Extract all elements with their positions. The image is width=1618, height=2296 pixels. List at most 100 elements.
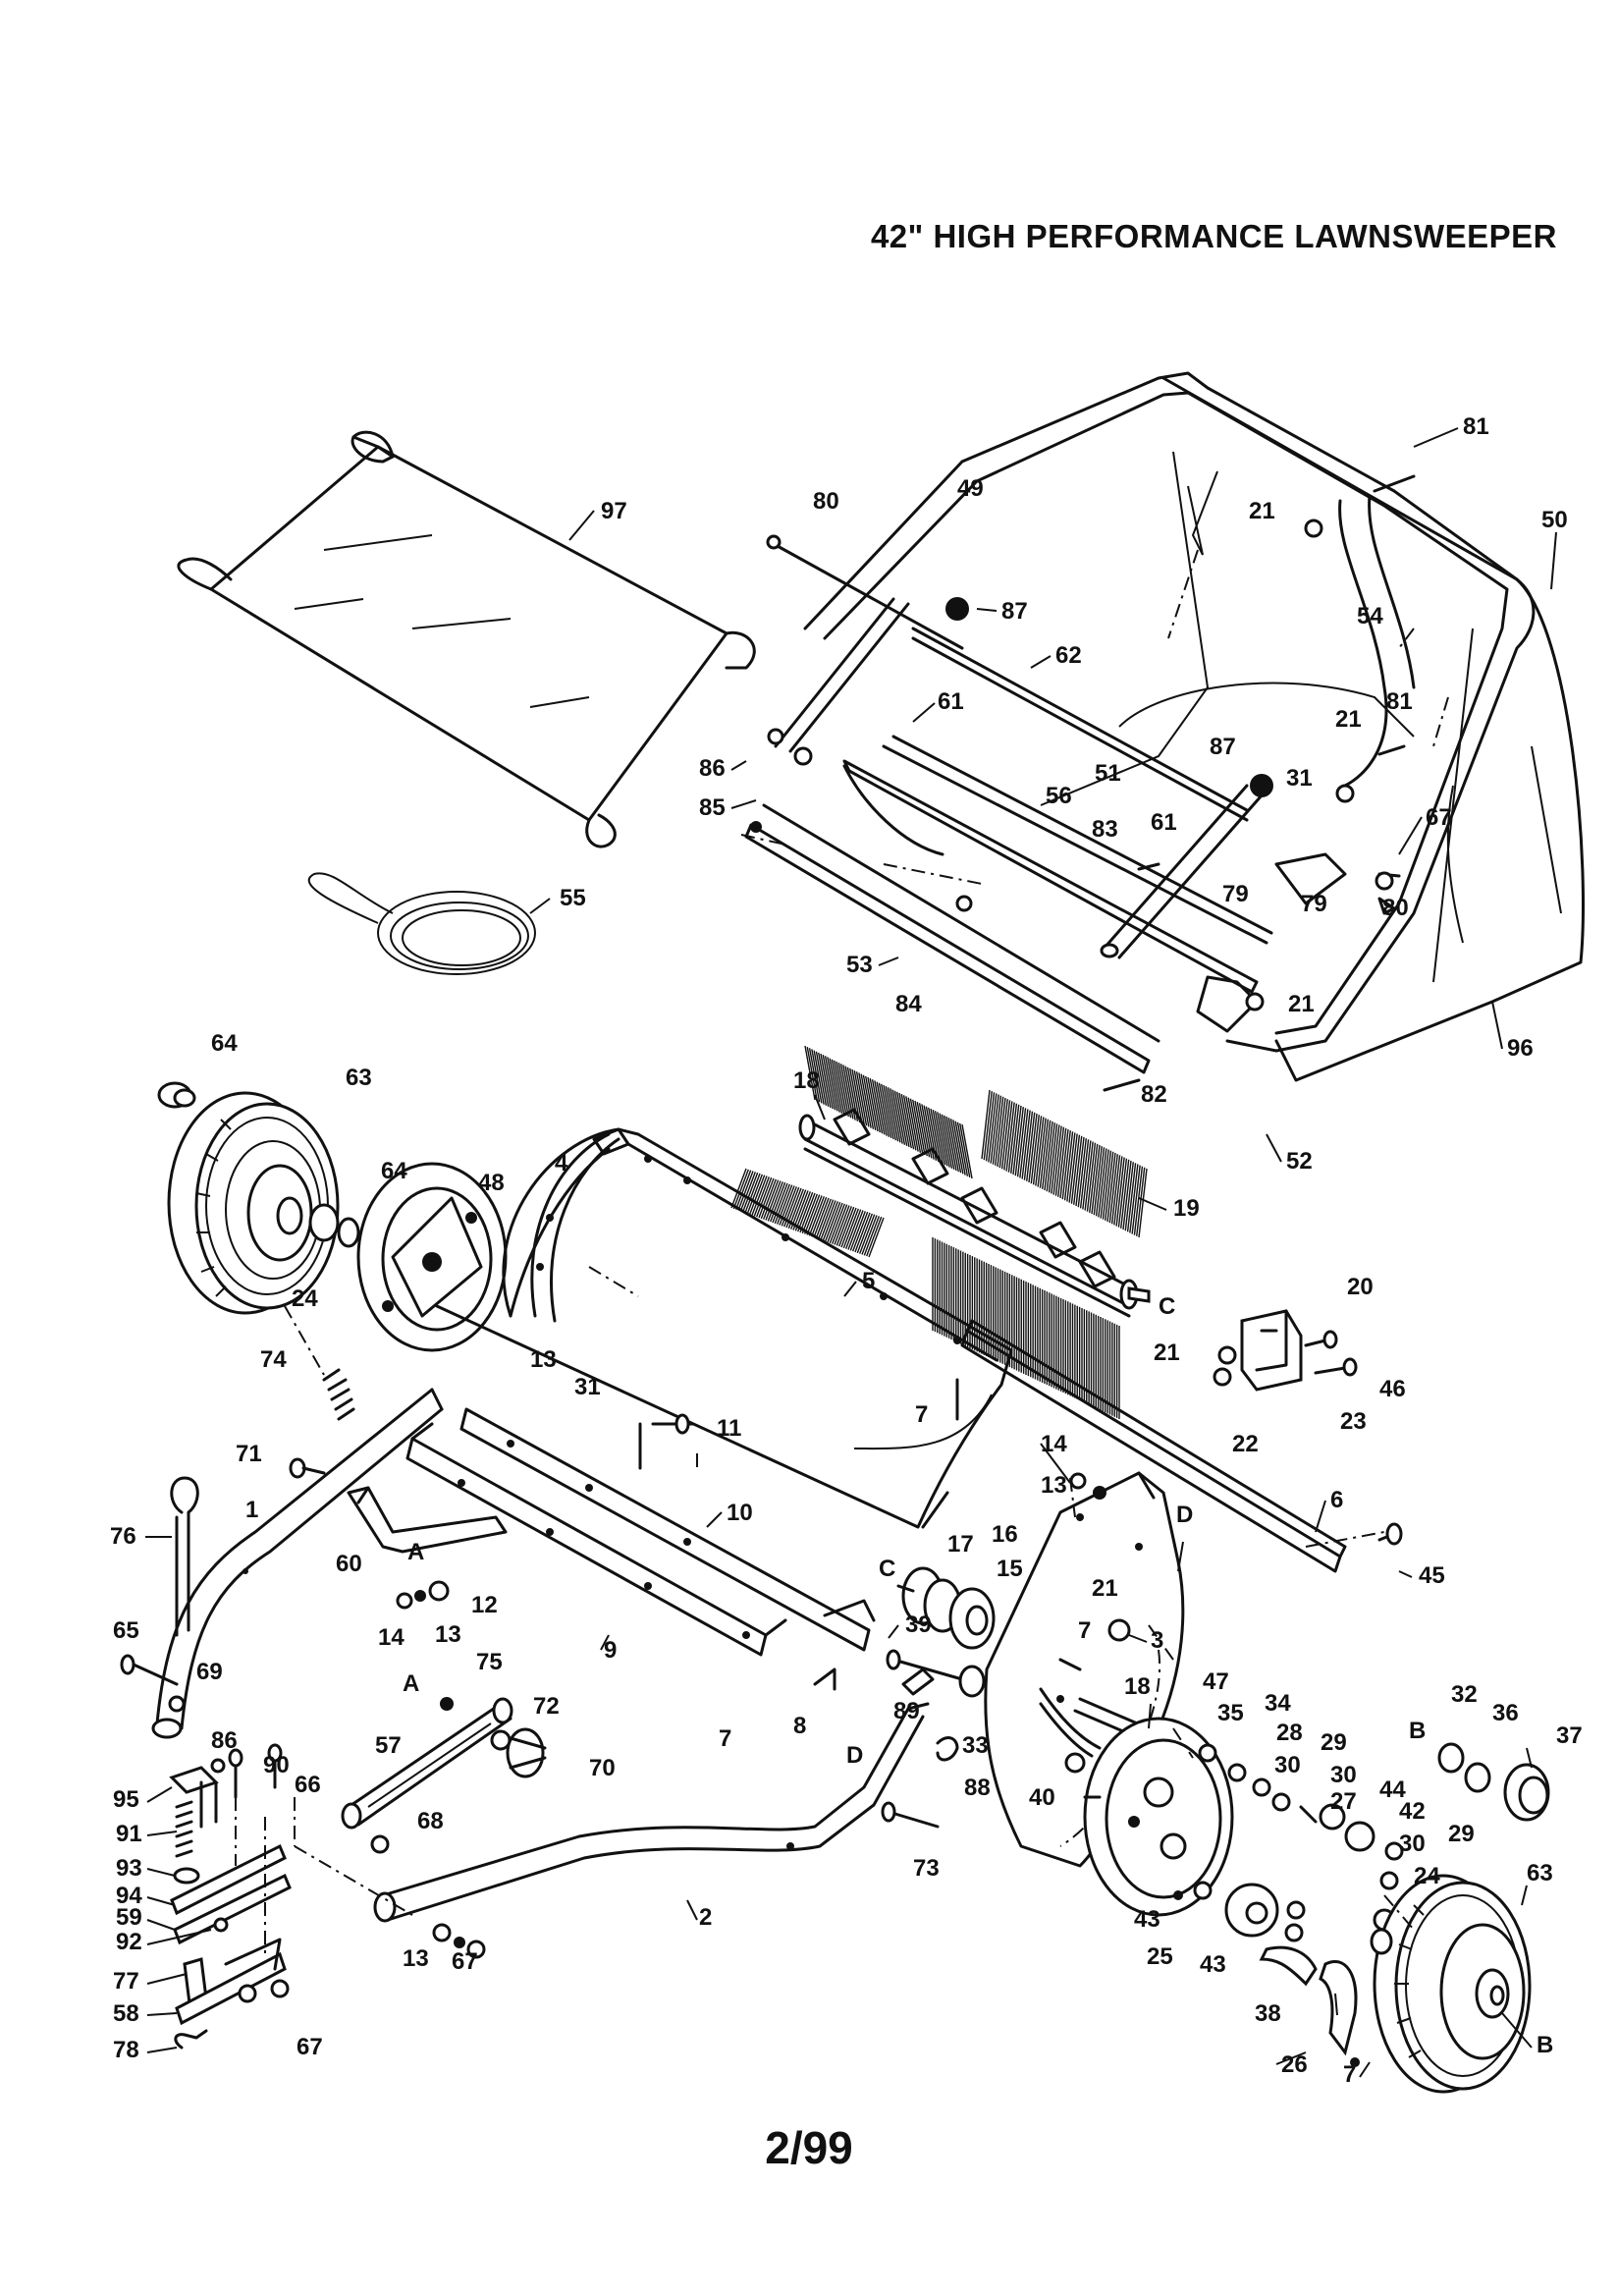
label-part-16: 16: [992, 1521, 1018, 1548]
label-part-30c: 30: [1399, 1831, 1426, 1857]
label-part-49: 49: [957, 475, 984, 502]
label-part-86a: 86: [699, 755, 726, 782]
handle-tube-2: [373, 1702, 930, 1923]
label-part-81a: 81: [1463, 413, 1489, 440]
label-part-3: 3: [1151, 1627, 1163, 1654]
label-part-81b: 81: [1386, 688, 1413, 715]
label-part-69: 69: [196, 1659, 223, 1685]
label-part-25: 25: [1147, 1943, 1173, 1970]
label-part-13a: 13: [530, 1346, 557, 1373]
label-part-C1: C: [1159, 1293, 1175, 1320]
tarp: [177, 430, 756, 848]
label-part-55: 55: [560, 885, 586, 911]
label-part-60: 60: [336, 1551, 362, 1577]
label-part-22: 22: [1232, 1431, 1259, 1457]
pin-76: [170, 1476, 199, 1637]
page-title: 42" HIGH PERFORMANCE LAWNSWEEPER: [870, 218, 1557, 254]
label-part-80a: 80: [813, 488, 839, 515]
spring-74: [322, 1368, 355, 1421]
label-part-77: 77: [113, 1968, 139, 1995]
label-part-13d: 13: [403, 1945, 429, 1972]
label-part-67a: 67: [1426, 804, 1452, 831]
leader-lines: [145, 427, 1557, 2078]
handle-tube-1: [151, 1388, 444, 1739]
label-part-26: 26: [1281, 2051, 1308, 2078]
label-part-73: 73: [913, 1855, 940, 1882]
label-part-10: 10: [727, 1500, 753, 1526]
label-part-C2: C: [879, 1556, 895, 1582]
label-part-45: 45: [1419, 1562, 1445, 1589]
label-part-14b: 14: [378, 1624, 404, 1651]
bar-57: [341, 1697, 513, 1830]
label-part-A2: A: [403, 1670, 419, 1697]
label-part-15: 15: [997, 1556, 1023, 1582]
label-part-30b: 30: [1330, 1762, 1357, 1788]
label-part-54: 54: [1357, 603, 1383, 629]
label-part-65: 65: [113, 1617, 139, 1644]
label-part-51: 51: [1095, 760, 1121, 787]
right-hub-parts: [1370, 1742, 1550, 1955]
label-part-62: 62: [1055, 642, 1082, 669]
label-part-18a: 18: [793, 1067, 820, 1094]
pin-89: [881, 1667, 959, 1829]
label-part-24a: 24: [292, 1285, 318, 1312]
label-part-67c: 67: [297, 2034, 323, 2060]
right-gear-cover: [1083, 1717, 1234, 1917]
bolt-40: [1064, 1752, 1086, 1774]
label-part-2: 2: [699, 1904, 712, 1931]
adjuster-knob: [440, 1697, 547, 1778]
label-part-91: 91: [116, 1821, 142, 1847]
right-plate-hardware: [1069, 1472, 1403, 1546]
label-part-57: 57: [375, 1732, 402, 1759]
side-bracket: [509, 1127, 630, 1318]
label-part-B2: B: [1537, 2032, 1553, 2058]
bolt-65: [120, 1654, 186, 1713]
label-part-27: 27: [1330, 1788, 1357, 1815]
bracket-hardware: [396, 1580, 450, 1610]
label-part-32: 32: [1451, 1681, 1478, 1708]
label-part-D2: D: [846, 1742, 863, 1769]
label-part-6: 6: [1330, 1487, 1343, 1513]
label-part-66: 66: [295, 1772, 321, 1798]
label-part-31a: 31: [1286, 765, 1313, 792]
label-part-5: 5: [862, 1268, 875, 1294]
label-part-86b: 86: [211, 1727, 238, 1754]
label-part-21d: 21: [1154, 1339, 1180, 1366]
label-part-63b: 63: [1527, 1860, 1553, 1886]
label-part-21c: 21: [1288, 991, 1315, 1017]
label-part-44: 44: [1379, 1777, 1406, 1803]
label-part-67b: 67: [452, 1948, 478, 1975]
label-part-23: 23: [1340, 1408, 1367, 1435]
label-part-78: 78: [113, 2037, 139, 2063]
drive-gears: [1193, 1743, 1404, 1987]
bolt-11: [638, 1413, 698, 1473]
main-housing: [435, 1127, 1013, 1529]
label-part-97: 97: [601, 498, 627, 524]
clip-26: [1319, 1960, 1360, 2067]
label-part-72: 72: [533, 1693, 560, 1720]
label-part-9: 9: [604, 1637, 617, 1664]
label-part-83: 83: [1092, 816, 1118, 843]
label-part-13b: 13: [1041, 1472, 1067, 1499]
label-part-8: 8: [793, 1713, 806, 1739]
hopper-rails: [740, 597, 1347, 1074]
tube-hardware: [370, 1834, 486, 1959]
label-part-31b: 31: [574, 1374, 601, 1400]
label-part-79a: 79: [1222, 881, 1249, 907]
label-part-46: 46: [1379, 1376, 1406, 1402]
washer-64b: [308, 1203, 360, 1248]
label-part-20: 20: [1347, 1274, 1374, 1300]
label-part-58: 58: [113, 2000, 139, 2027]
label-part-74: 74: [260, 1346, 287, 1373]
front-rails: [405, 1407, 876, 1691]
label-part-11: 11: [717, 1415, 741, 1442]
label-part-61a: 61: [938, 688, 964, 715]
label-part-71: 71: [236, 1441, 262, 1467]
assembly-guides: [284, 549, 1449, 1931]
label-part-64a: 64: [211, 1030, 238, 1057]
label-part-B1: B: [1409, 1718, 1426, 1744]
label-part-52: 52: [1286, 1148, 1313, 1175]
hopper-bag: [1040, 376, 1585, 1082]
label-part-87a: 87: [1001, 598, 1028, 625]
label-part-12: 12: [471, 1592, 498, 1618]
